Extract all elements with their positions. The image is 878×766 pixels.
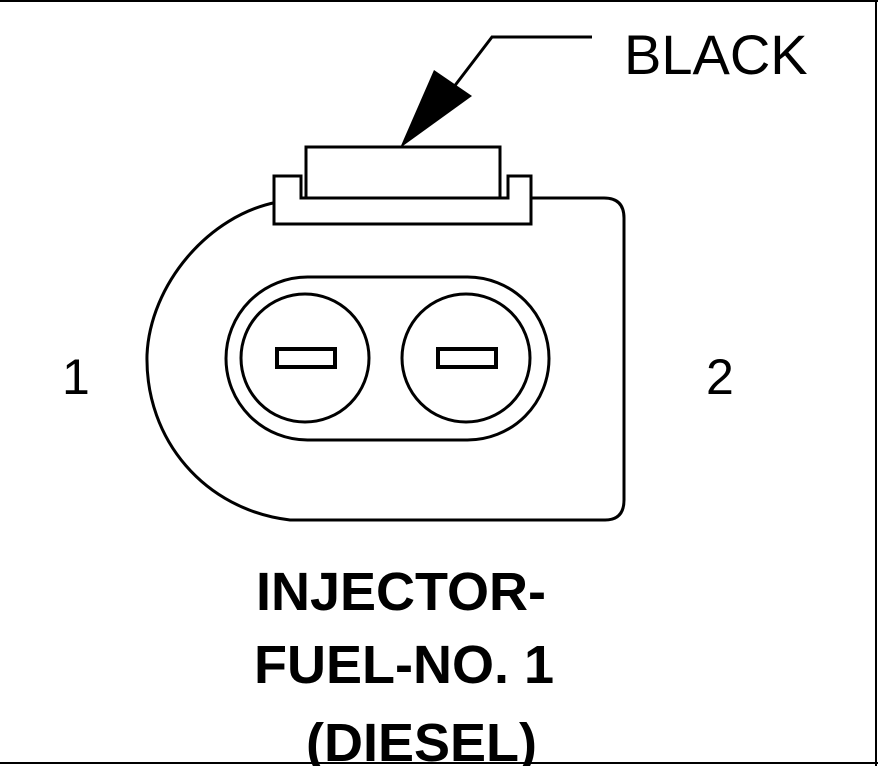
component-title-line-3: (DIESEL)	[306, 713, 537, 766]
pin-1-label: 1	[62, 349, 90, 405]
pin-2-label: 2	[706, 349, 734, 405]
component-title-line-2: FUEL-NO. 1	[254, 635, 554, 695]
connector-housing	[145, 196, 626, 522]
terminal-pin-2	[400, 292, 532, 424]
terminal-pin-1	[239, 292, 371, 424]
component-title-line-1: INJECTOR-	[256, 562, 546, 622]
locking-tab	[272, 145, 533, 226]
color-leader-arrow	[400, 35, 592, 148]
wire-color-label: BLACK	[624, 23, 808, 86]
terminal-cavity	[224, 275, 551, 442]
